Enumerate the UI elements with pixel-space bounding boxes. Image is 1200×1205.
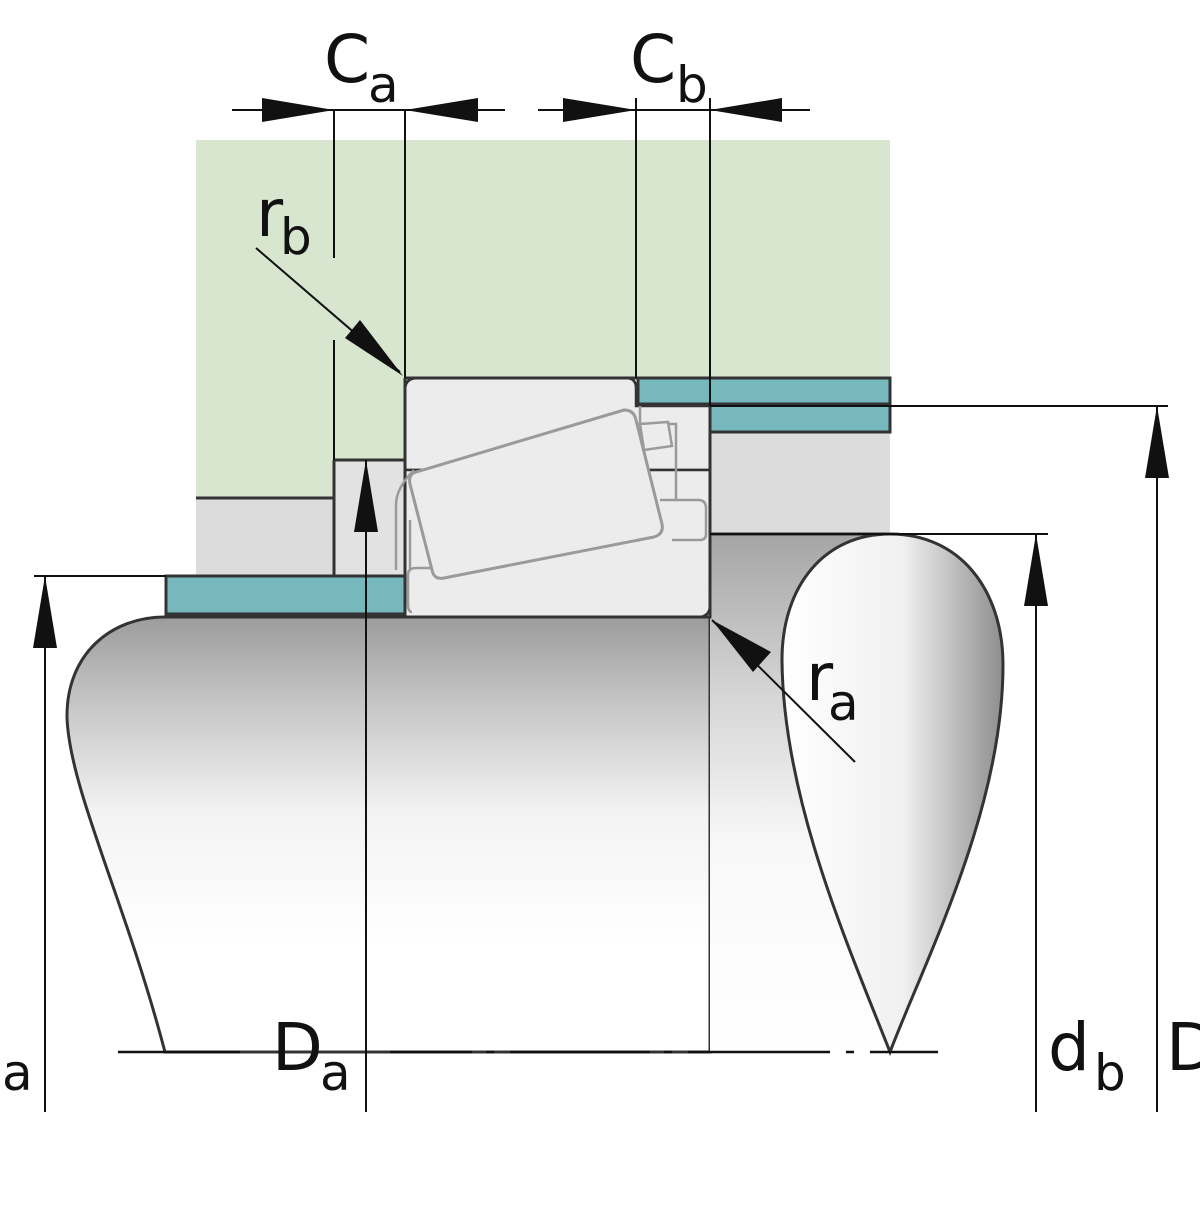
label-ra-sub: a — [828, 674, 859, 732]
label-ra-main: r — [806, 639, 834, 716]
label-rb-main: r — [256, 175, 284, 252]
arrow-cb-left — [563, 98, 636, 122]
spacer-left — [196, 498, 334, 576]
shim-top-inner — [708, 402, 892, 434]
label-cb-sub: b — [676, 56, 708, 114]
bearing-inner-detail — [406, 406, 708, 614]
tapered-roller — [408, 408, 664, 580]
label-ca-sub: a — [368, 56, 399, 114]
arrow-left — [33, 576, 57, 648]
label-cb-main: C — [630, 21, 676, 98]
label-da-sub: a — [320, 1044, 351, 1102]
shaft-body — [65, 615, 712, 1054]
arrow-ca-right — [405, 98, 478, 122]
bearing-cage-right — [638, 420, 674, 452]
arrow-rb — [345, 320, 403, 376]
arrow-cb-right — [710, 98, 782, 122]
shim-bottom — [164, 574, 408, 616]
arrow-ra — [712, 620, 771, 672]
shim-top-outer — [636, 376, 892, 406]
label-rb-sub: b — [280, 208, 312, 266]
label-ca-main: C — [324, 21, 370, 98]
arrow-ca-left — [262, 98, 334, 122]
label-db-sub: b — [1094, 1044, 1126, 1102]
arrow-db — [1024, 534, 1048, 606]
shoulder-right — [710, 432, 890, 534]
arrow-da — [354, 460, 378, 532]
housing-block — [196, 140, 890, 498]
bearing-frame — [403, 378, 712, 619]
label-db-main: d — [1048, 1009, 1090, 1086]
arrow-D — [1145, 406, 1169, 478]
label-right-partial: D — [1166, 1009, 1200, 1086]
label-da-main: D — [272, 1009, 323, 1086]
label-left-partial: a — [2, 1044, 33, 1102]
